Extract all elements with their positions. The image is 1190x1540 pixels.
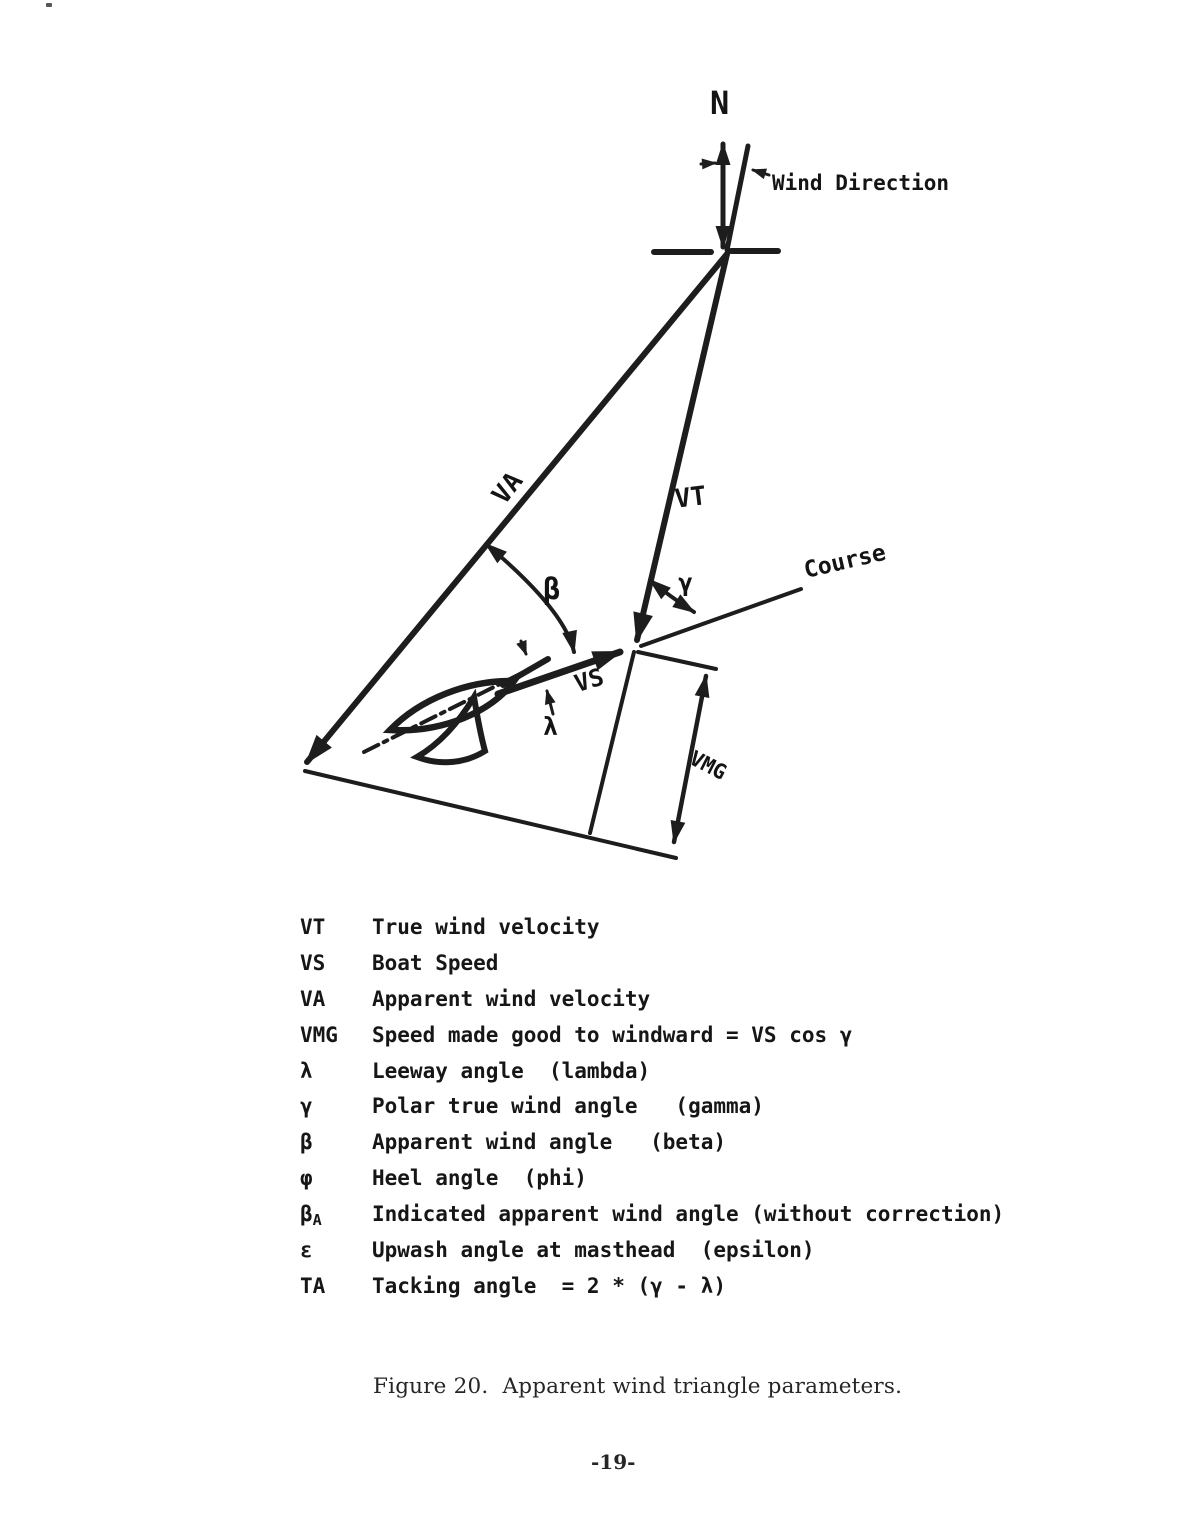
baseline <box>303 769 678 860</box>
legend-text: Polar true wind angle (gamma) <box>372 1094 764 1119</box>
legend-text: Boat Speed <box>372 950 499 975</box>
beta-arc <box>484 542 577 654</box>
legend-row-gamma: γ Polar true wind angle (gamma) <box>300 1089 1060 1125</box>
legend-row-va: VA Apparent wind velocity <box>300 982 1060 1018</box>
vmg-top-edge <box>636 650 718 671</box>
legend-symbol: β <box>300 1130 313 1155</box>
legend-text: True wind velocity <box>372 915 600 939</box>
legend-symbol: VT <box>300 915 326 939</box>
legend-symbol: φ <box>300 1166 313 1191</box>
legend-symbol: VMG <box>300 1022 338 1047</box>
lambda-label: λ <box>543 712 558 741</box>
lambda-tick-arrow <box>516 639 528 656</box>
legend-text: Heel angle (phi) <box>372 1166 587 1191</box>
legend-row-beta-a: βA Indicated apparent wind angle (without… <box>300 1197 1060 1233</box>
legend-symbol: βA <box>300 1202 322 1229</box>
legend-text: Apparent wind velocity <box>372 986 651 1011</box>
legend-text: Speed made good to windward = VS cos γ <box>372 1022 853 1047</box>
projection-line <box>588 650 636 835</box>
scan-speck <box>46 3 52 7</box>
legend-symbol: VA <box>300 986 326 1011</box>
course-label: Course <box>802 540 889 584</box>
wind-direction-line <box>724 143 751 253</box>
wind-direction-label: Wind Direction <box>772 171 949 195</box>
vt-vector <box>633 251 730 643</box>
page-number: -19- <box>591 1450 636 1474</box>
legend-text: Leeway angle (lambda) <box>372 1058 651 1083</box>
gamma-label: γ <box>678 568 693 597</box>
north-angle-arrow <box>699 158 717 170</box>
legend-text: Apparent wind angle (beta) <box>372 1130 727 1155</box>
legend-row-beta: β Apparent wind angle (beta) <box>300 1125 1060 1161</box>
legend-row-ta: TA Tacking angle = 2 * (γ - λ) <box>300 1269 1060 1305</box>
vmg-arrow <box>670 673 710 845</box>
legend-symbol: ε <box>300 1238 313 1263</box>
legend-symbol: TA <box>300 1273 326 1298</box>
legend-row-vt: VT True wind velocity <box>300 910 1060 946</box>
boat-hull <box>382 677 521 734</box>
legend-text: Tacking angle = 2 * (γ - λ) <box>372 1273 727 1298</box>
course-line <box>639 587 803 648</box>
legend-text: Indicated apparent wind angle (without c… <box>372 1202 1005 1227</box>
legend-row-vs: VS Boat Speed <box>300 946 1060 982</box>
legend-symbol: VS <box>300 950 326 975</box>
vt-label: VT <box>673 481 708 515</box>
lambda-leader-arrow <box>544 689 556 716</box>
legend-row-lambda: λ Leeway angle (lambda) <box>300 1054 1060 1090</box>
symbol-legend: VT True wind velocity VS Boat Speed VA Appa… <box>300 910 1060 1305</box>
legend-row-phi: φ Heel angle (phi) <box>300 1161 1060 1197</box>
vs-vector <box>494 648 624 698</box>
wind-angle-arrow <box>751 168 771 180</box>
beta-label: β <box>543 572 560 606</box>
north-label: N <box>710 84 729 122</box>
va-vector <box>304 251 730 765</box>
legend-text: Upwash angle at masthead (epsilon) <box>372 1238 815 1263</box>
gamma-arc <box>648 578 696 614</box>
legend-row-epsilon: ε Upwash angle at masthead (epsilon) <box>300 1233 1060 1269</box>
legend-row-vmg: VMG Speed made good to windward = VS cos … <box>300 1018 1060 1054</box>
legend-symbol: γ <box>300 1094 313 1119</box>
figure-caption: Figure 20. Apparent wind triangle parame… <box>373 1374 903 1399</box>
boat-sail <box>410 688 489 766</box>
legend-symbol: λ <box>300 1058 313 1083</box>
